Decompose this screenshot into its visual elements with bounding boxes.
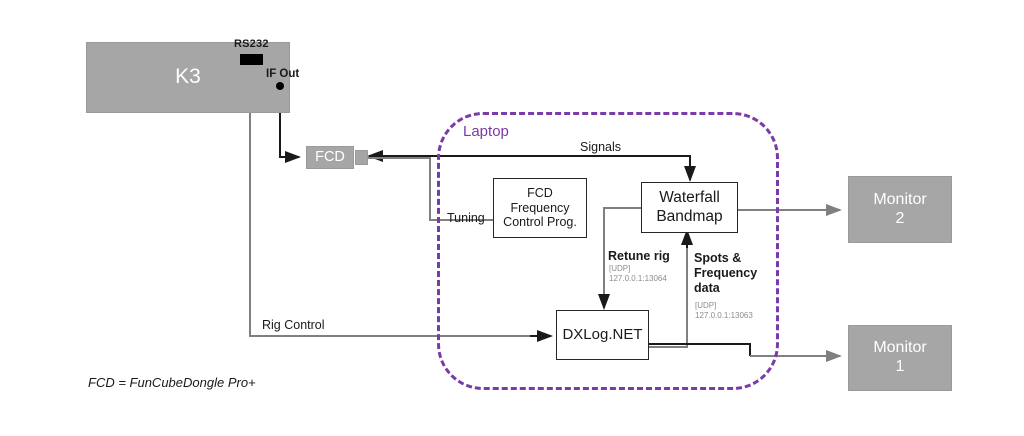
retune-rig-protocol: [UDP] (609, 264, 631, 273)
footnote-legend: FCD = FunCubeDongle Pro+ (88, 375, 256, 390)
monitor2-line1: Monitor (873, 190, 927, 208)
rs232-connector (240, 54, 263, 65)
fcd-label: FCD (315, 148, 345, 165)
dxlog-label: DXLog.NET (562, 326, 643, 344)
waterfall-bandmap-program: Waterfall Bandmap (641, 182, 738, 233)
fcd-usb-connector (355, 150, 368, 165)
laptop-boundary (437, 112, 779, 390)
signals-label: Signals (580, 140, 621, 154)
laptop-label: Laptop (463, 123, 509, 140)
fcd-prog-line3: Control Prog. (503, 215, 577, 230)
rig-control-label: Rig Control (262, 318, 325, 332)
waterfall-line2: Bandmap (656, 207, 723, 225)
k3-transceiver: K3 (86, 42, 290, 113)
spots-frequency-address: 127.0.0.1:13063 (695, 311, 753, 320)
fcd-prog-line1: FCD (527, 185, 553, 200)
retune-rig-label: Retune rig (608, 249, 670, 263)
rs232-label: RS232 (234, 38, 269, 50)
fcd-dongle: FCD (306, 146, 354, 169)
retune-rig-address: 127.0.0.1:13064 (609, 274, 667, 283)
monitor2-line2: 2 (895, 209, 905, 227)
dxlog-net-program: DXLog.NET (556, 310, 649, 360)
spots-frequency-label: Spots & Frequency data (694, 251, 758, 295)
monitor-2: Monitor 2 (848, 176, 952, 243)
tuning-label: Tuning (447, 211, 485, 225)
fcd-prog-line2: Frequency (510, 200, 570, 215)
spots-frequency-protocol: [UDP] (695, 301, 717, 310)
k3-label: K3 (175, 65, 201, 89)
monitor1-line2: 1 (895, 358, 905, 375)
waterfall-line1: Waterfall (659, 189, 720, 207)
monitor1-line1: Monitor (873, 339, 927, 357)
if-out-port-dot (276, 82, 284, 90)
fcd-frequency-control-program: FCD Frequency Control Prog. (493, 178, 587, 238)
if-out-label: IF Out (266, 68, 300, 80)
monitor-1: Monitor 1 (848, 325, 952, 391)
